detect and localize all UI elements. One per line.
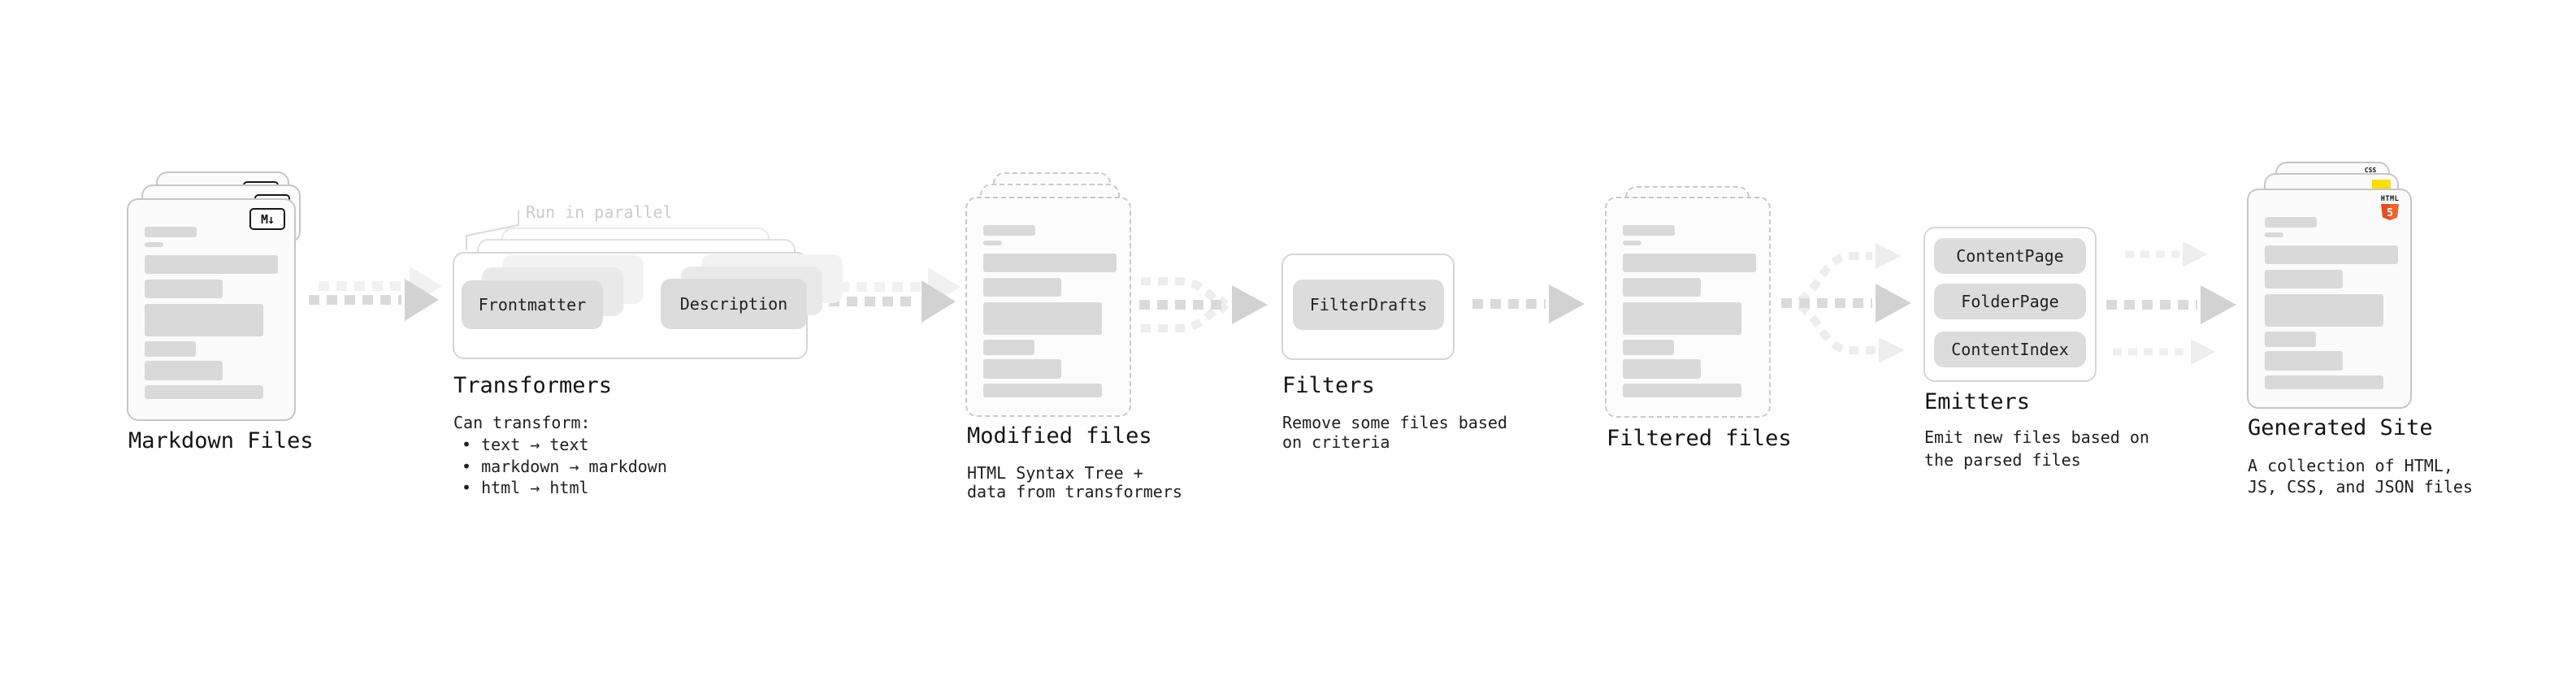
document: HTML 5 <box>2247 189 2412 409</box>
text-placeholder-bar <box>1623 302 1741 335</box>
html5-wordmark: HTML <box>2380 195 2400 203</box>
stage-description: A collection of HTML, <box>2248 456 2453 475</box>
text-placeholder-bar <box>2265 351 2343 371</box>
node-label: ContentIndex <box>1951 340 2069 359</box>
arrow-modified-to-filters <box>1139 277 1268 332</box>
text-placeholder-bar <box>983 241 1002 245</box>
text-placeholder-bar <box>2265 270 2343 288</box>
text-placeholder-bar <box>145 255 278 274</box>
transformer-node-description: Description <box>661 279 807 329</box>
arrow-markdown-to-transformers <box>309 267 442 321</box>
bullet-item: • html → html <box>462 478 589 497</box>
arrow-filtered-to-emitters <box>1781 243 1911 363</box>
stage-title: Emitters <box>1924 389 2031 414</box>
stage-description: data from transformers <box>967 482 1182 501</box>
text-placeholder-bar <box>145 280 223 298</box>
node-label: ContentPage <box>1956 246 2064 266</box>
text-placeholder-bar <box>2265 375 2383 389</box>
markdown-icon: M↓ <box>249 208 285 230</box>
text-placeholder-bar <box>1623 241 1641 245</box>
stage-title: Transformers <box>453 373 613 398</box>
text-placeholder-bar <box>2265 294 2383 327</box>
text-placeholder-bar <box>1623 225 1675 236</box>
stage-description: Emit new files based on <box>1924 427 2149 447</box>
text-placeholder-bar <box>1623 340 1674 355</box>
text-placeholder-bar <box>983 254 1117 272</box>
arrow-filters-to-filtered <box>1472 284 1585 323</box>
text-placeholder-bar <box>145 242 163 247</box>
text-placeholder-bar <box>145 304 263 336</box>
text-placeholder-bar <box>1623 384 1741 397</box>
text-placeholder-bar <box>983 302 1102 335</box>
stage-title: Filters <box>1282 373 1375 398</box>
text-placeholder-bar <box>1623 359 1701 379</box>
run-in-parallel-note: Run in parallel <box>526 202 673 222</box>
node-label: FolderPage <box>1961 292 2059 311</box>
stage-title: Generated Site <box>2248 415 2433 440</box>
bullet-item: • markdown → markdown <box>462 457 667 476</box>
node-label: Description <box>679 294 788 314</box>
text-placeholder-bar <box>983 384 1102 397</box>
arrow-emitters-to-generated <box>2106 241 2236 365</box>
stage-description: Remove some files based <box>1282 413 1507 432</box>
js-icon <box>2372 180 2391 189</box>
svg-text:5: 5 <box>2387 207 2393 219</box>
text-placeholder-bar <box>2265 217 2317 228</box>
stage-title: Markdown Files <box>128 428 314 453</box>
emitter-node-contentindex: ContentIndex <box>1934 332 2086 367</box>
text-placeholder-bar <box>1623 254 1756 272</box>
text-placeholder-bar <box>983 225 1035 236</box>
transformer-node-frontmatter: Frontmatter <box>462 280 603 329</box>
document <box>965 197 1131 417</box>
text-placeholder-bar <box>2265 332 2316 347</box>
stage-description: the parsed files <box>1924 450 2081 470</box>
stage-description: on criteria <box>1282 432 1390 452</box>
text-placeholder-bar <box>2265 245 2398 264</box>
text-placeholder-bar <box>145 341 196 357</box>
text-placeholder-bar <box>2265 232 2283 237</box>
document: M↓ <box>127 198 296 421</box>
text-placeholder-bar <box>145 385 263 399</box>
stage-description: JS, CSS, and JSON files <box>2248 477 2473 497</box>
stage-title: Filtered files <box>1607 426 1792 451</box>
text-placeholder-bar <box>145 361 223 380</box>
stage-description: Can transform: <box>453 413 591 432</box>
html5-icon: HTML 5 <box>2378 195 2402 228</box>
arrow-transformers-to-modified <box>829 267 961 323</box>
text-placeholder-bar <box>1623 278 1701 297</box>
filter-node-filterdrafts: FilterDrafts <box>1293 280 1444 330</box>
stage-description: HTML Syntax Tree + <box>967 463 1143 483</box>
node-label: Frontmatter <box>478 295 587 314</box>
emitter-node-folderpage: FolderPage <box>1934 284 2086 319</box>
html5-shield: 5 <box>2381 204 2399 220</box>
text-placeholder-bar <box>145 227 197 237</box>
text-placeholder-bar <box>983 340 1034 355</box>
node-label: FilterDrafts <box>1309 295 1428 314</box>
stage-title: Modified files <box>967 423 1152 449</box>
document <box>1605 197 1771 418</box>
text-placeholder-bar <box>983 359 1061 379</box>
emitter-node-contentpage: ContentPage <box>1934 238 2086 274</box>
bullet-item: • text → text <box>462 435 589 454</box>
note-callout-line <box>466 210 519 250</box>
text-placeholder-bar <box>983 278 1061 297</box>
